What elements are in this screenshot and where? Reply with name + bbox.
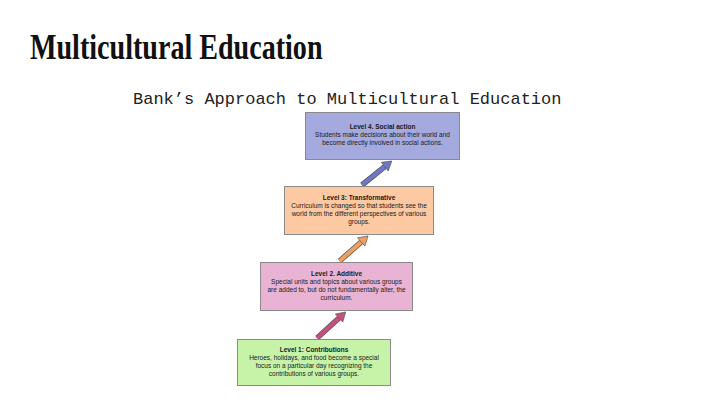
level-box: Level 1: ContributionsHeroes, holidays, … xyxy=(237,339,391,386)
arrow-head xyxy=(358,236,368,246)
step-arrow xyxy=(340,236,368,261)
level-heading: Level 1: Contributions xyxy=(243,346,385,354)
slide-title: Multicultural Education xyxy=(30,26,323,68)
arrow-outline xyxy=(340,242,362,261)
arrow-outline xyxy=(317,318,339,338)
arrow-outline xyxy=(362,167,385,185)
level-box: Level 2. AdditiveSpecial units and topic… xyxy=(260,262,413,311)
level-description: Curriculum is changed so that students s… xyxy=(290,202,428,226)
arrow-head xyxy=(381,161,391,171)
level-heading: Level 4. Social action xyxy=(311,123,454,131)
level-description: Heroes, holidays, and food become a spec… xyxy=(243,354,385,378)
level-heading: Level 2. Additive xyxy=(266,270,407,278)
step-arrow xyxy=(362,161,392,185)
level-description: Students make decisions about their worl… xyxy=(311,131,454,147)
level-description: Special units and topics about various g… xyxy=(266,278,407,302)
level-box: Level 4. Social actionStudents make deci… xyxy=(305,112,460,160)
arrow-shaft xyxy=(340,242,362,261)
level-heading: Level 3: Transformative xyxy=(290,194,428,202)
step-arrow xyxy=(317,312,346,338)
arrow-shaft xyxy=(317,318,339,338)
arrow-shaft xyxy=(362,167,385,185)
level-box: Level 3: TransformativeCurriculum is cha… xyxy=(284,186,434,235)
arrow-head xyxy=(335,312,345,322)
subtitle: Bank’s Approach to Multicultural Educati… xyxy=(133,90,561,109)
